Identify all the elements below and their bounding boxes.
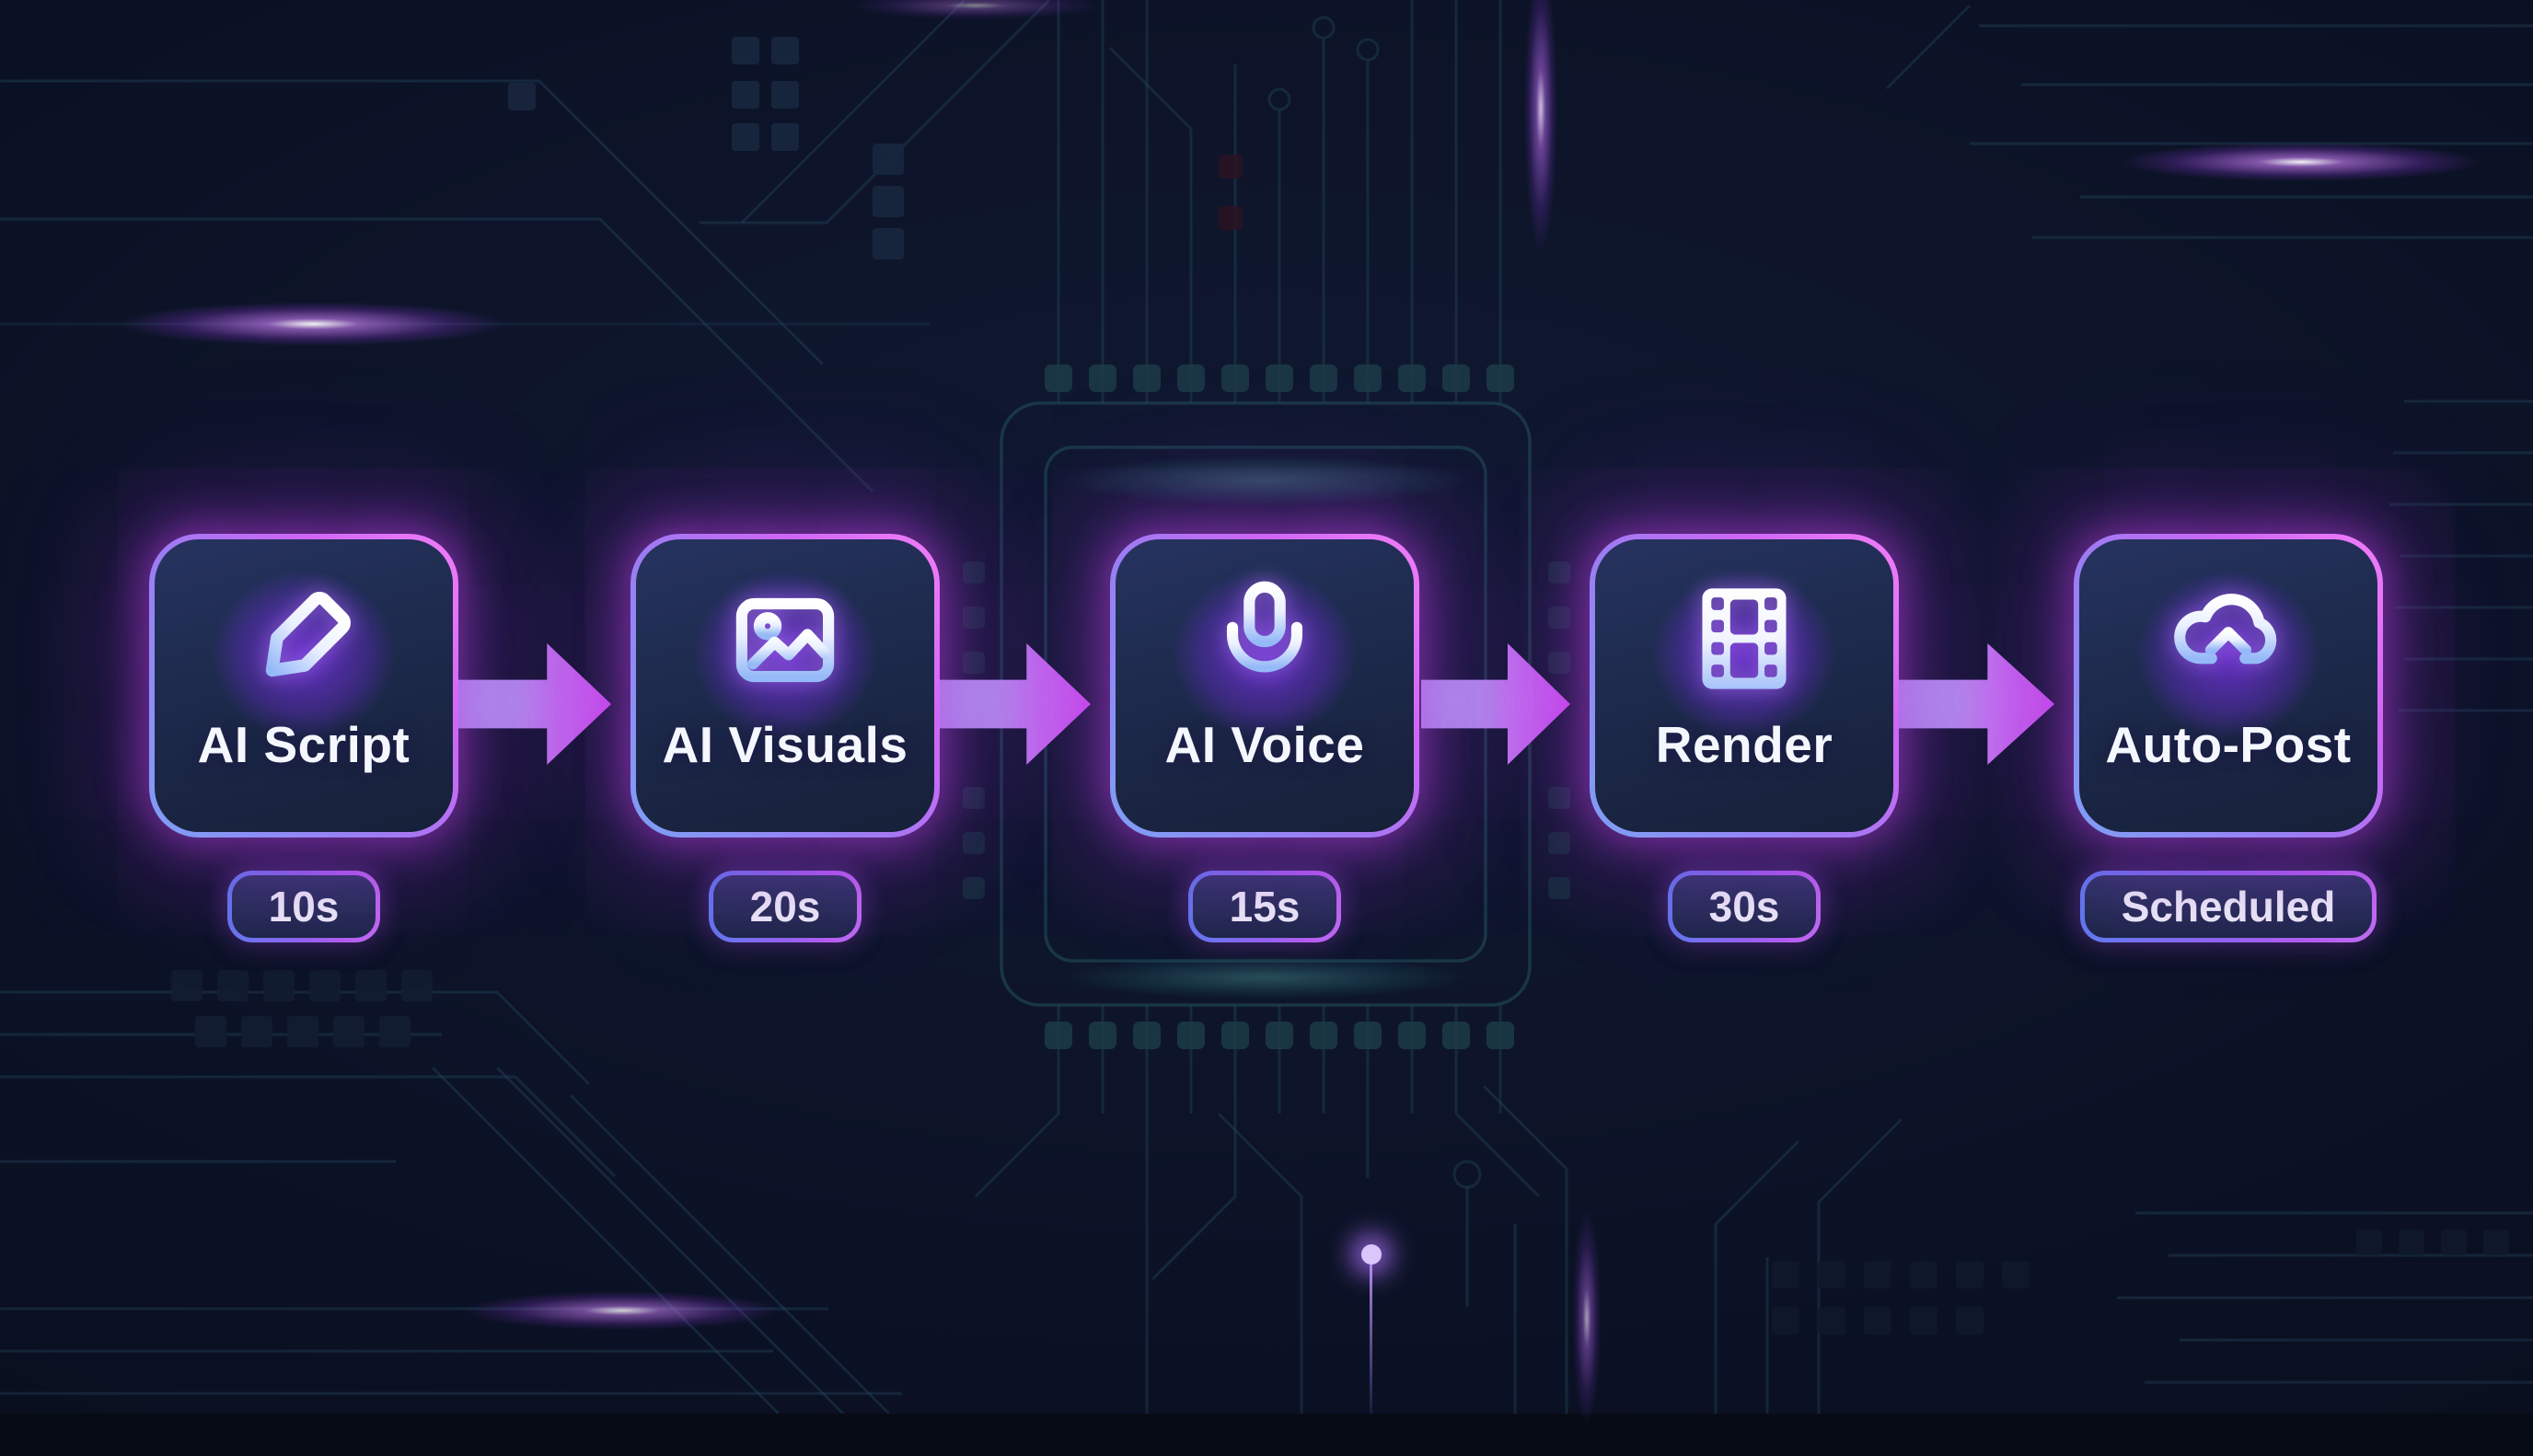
duration-badge: 15s <box>1188 871 1342 942</box>
step-card-ai-voice: AI Voice <box>1110 534 1419 838</box>
microphone-icon <box>1226 581 1303 691</box>
duration-badge-text: Scheduled <box>2121 883 2336 930</box>
duration-badge-text: 30s <box>1708 883 1780 930</box>
duration-badge: Scheduled <box>2080 871 2377 942</box>
step-label: AI Script <box>197 716 411 773</box>
pipeline-step-render: Render 30s <box>1590 534 1899 942</box>
step-card-ai-visuals: AI Visuals <box>630 534 940 838</box>
duration-badge: 20s <box>709 871 862 942</box>
pipeline-step-auto-post: Auto-Post Scheduled <box>2074 534 2383 942</box>
step-label: AI Visuals <box>662 716 908 773</box>
step-card-auto-post: Auto-Post <box>2074 534 2383 838</box>
infographic-canvas: AI Script 10s AI Visuals 20s <box>0 0 2533 1414</box>
step-label: AI Voice <box>1164 716 1365 773</box>
duration-badge: 10s <box>227 871 381 942</box>
duration-badge-text: 20s <box>749 883 821 930</box>
pencil-icon <box>265 592 351 677</box>
pipeline-step-ai-script: AI Script 10s <box>149 534 458 942</box>
image-icon <box>735 597 835 683</box>
film-icon <box>1702 588 1787 689</box>
pipeline-step-ai-voice: AI Voice 15s <box>1110 534 1419 942</box>
step-card-ai-script: AI Script <box>149 534 458 838</box>
cloud-upload-icon <box>2174 594 2277 686</box>
step-label: Render <box>1655 716 1833 773</box>
duration-badge-text: 15s <box>1229 883 1301 930</box>
duration-badge: 30s <box>1668 871 1822 942</box>
step-label: Auto-Post <box>2105 716 2352 773</box>
step-card-render: Render <box>1590 534 1899 838</box>
duration-badge-text: 10s <box>268 883 340 930</box>
pipeline-step-ai-visuals: AI Visuals 20s <box>630 534 940 942</box>
